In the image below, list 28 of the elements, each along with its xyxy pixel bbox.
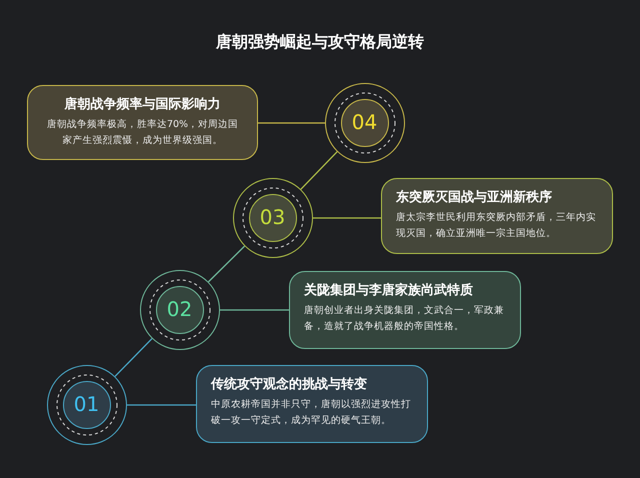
- connector-line: [208, 246, 246, 282]
- step-circle: [325, 83, 405, 163]
- card-text: 唐朝战争频率极高，胜率达70%，对周边国家产生强烈震慑，成为世界级强国。: [46, 118, 240, 148]
- step-circle: [47, 365, 127, 445]
- card-heading: 关陇集团与李唐家族尚武特质: [304, 282, 474, 300]
- text-card: [27, 85, 258, 160]
- card-text: 唐朝创业者出身关陇集团，文武合一，军政兼备，造就了战争机器般的帝国性格。: [304, 304, 505, 334]
- card-heading: 东突厥灭国战与亚洲新秩序: [396, 189, 553, 207]
- number-badge: 02: [156, 286, 204, 334]
- connector-line: [313, 217, 381, 219]
- text-card: [289, 271, 521, 349]
- step-circle: [140, 270, 220, 350]
- number-badge: 03: [248, 194, 296, 242]
- text-card: [381, 178, 613, 254]
- title: 唐朝强势崛起与攻守格局逆转: [214, 32, 425, 53]
- connector-line: [258, 122, 325, 124]
- card-heading: 传统攻守观念的挑战与转变: [211, 376, 368, 394]
- step-circle: [233, 178, 313, 258]
- connector-line: [114, 338, 152, 377]
- card-text: 唐太宗李世民利用东突厥内部矛盾，三年内实现灭国，确立亚洲唯一宗主国地位。: [396, 211, 597, 241]
- card-text: 中原农耕帝国并非只守，唐朝以强烈进攻性打破一攻一守定式，成为罕见的硬气王朝。: [211, 398, 412, 428]
- card-heading: 唐朝战争频率与国际影响力: [64, 96, 222, 114]
- connector-line: [127, 404, 196, 406]
- connector-line: [220, 309, 289, 311]
- connector-line: [300, 151, 338, 190]
- number-badge: 01: [62, 380, 110, 428]
- text-card: [196, 365, 428, 443]
- number-badge: 04: [340, 98, 388, 146]
